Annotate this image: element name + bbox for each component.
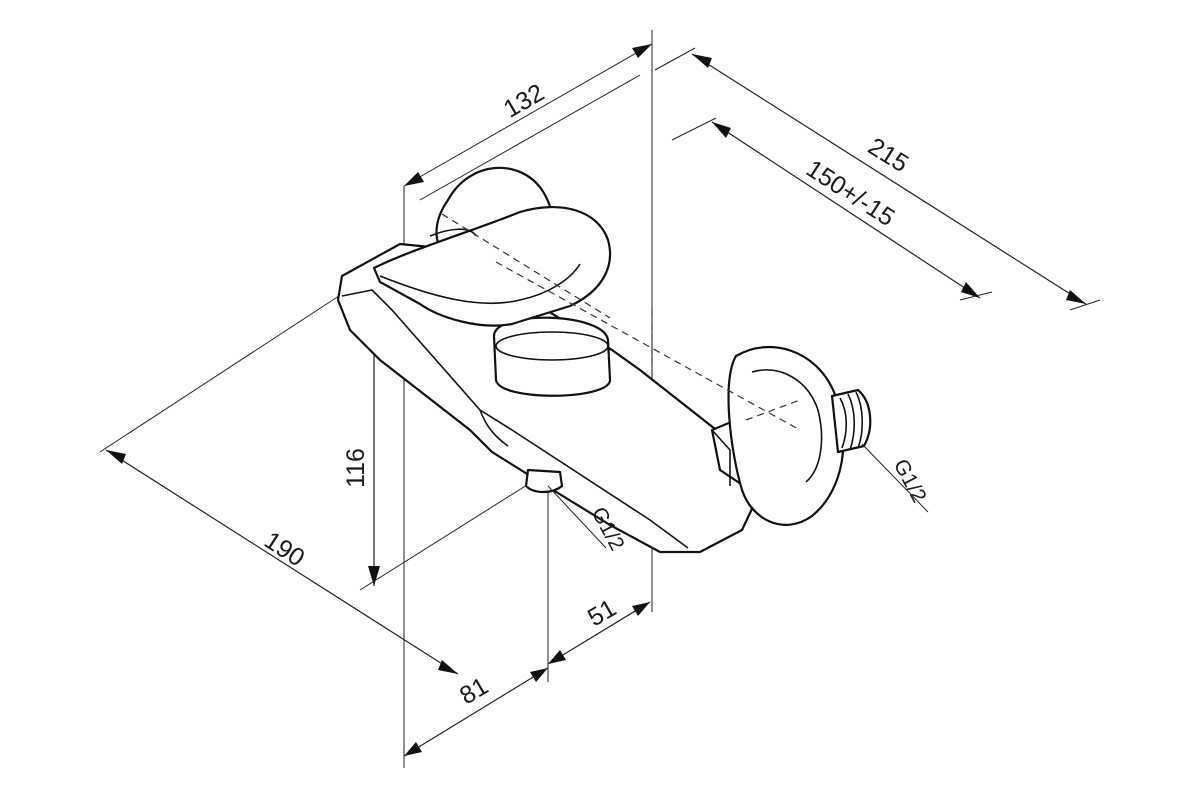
thread-callout-side: G1/2 <box>861 443 931 513</box>
lever-handle <box>372 205 612 327</box>
dimension-215: 215 <box>654 47 1101 311</box>
dimension-51: 51 <box>547 594 651 665</box>
bottom-threaded-inlet <box>524 468 564 494</box>
cartridge-housing <box>492 316 612 397</box>
dimension-150: 150+/-15 <box>671 117 993 301</box>
thread-label-side: G1/2 <box>889 455 931 506</box>
dimension-label-190: 190 <box>259 526 309 572</box>
faucet-body <box>336 166 872 554</box>
dimension-label-116: 116 <box>342 448 370 488</box>
dimension-label-51: 51 <box>583 594 621 632</box>
dimension-81: 81 <box>403 667 549 757</box>
wall-flange-right <box>727 346 845 526</box>
dimension-label-215: 215 <box>863 132 913 178</box>
dimension-label-132: 132 <box>499 79 549 124</box>
